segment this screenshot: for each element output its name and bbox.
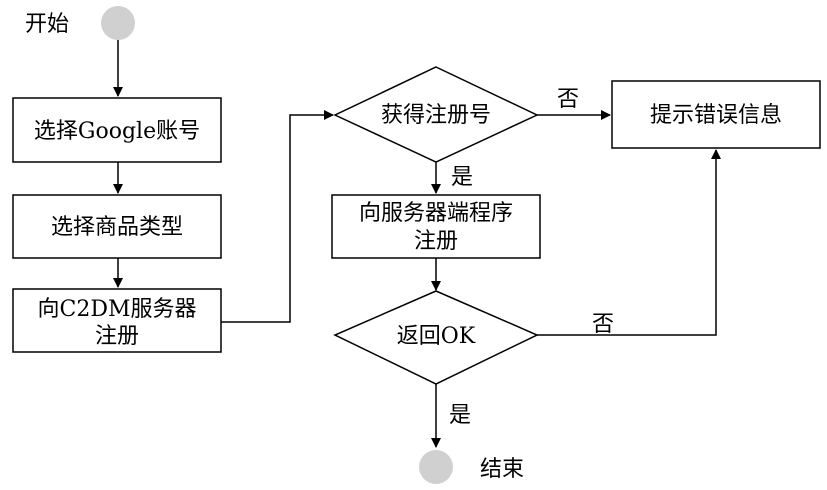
step-select-account-label: 选择Google账号 — [34, 119, 200, 144]
branch-label-yes-top: 是 — [451, 165, 473, 190]
step-register-server — [331, 194, 541, 259]
start-terminal — [101, 6, 135, 40]
step-select-product — [12, 194, 222, 259]
step-register-server-label-2: 注册 — [414, 229, 458, 254]
step-register-c2dm-label-1: 向C2DM服务器 — [38, 297, 197, 322]
step-show-error-label: 提示错误信息 — [650, 103, 782, 128]
branch-label-no-top: 否 — [557, 87, 579, 112]
step-register-c2dm — [12, 288, 222, 353]
decision-returned-ok-label: 返回OK — [397, 324, 476, 349]
decision-returned-ok — [333, 290, 539, 385]
start-label: 开始 — [25, 12, 69, 37]
branch-label-no-bottom: 否 — [592, 312, 614, 337]
end-label: 结束 — [480, 457, 524, 482]
decision-got-registration-id-label: 获得注册号 — [381, 103, 491, 128]
step-show-error — [611, 80, 821, 149]
decision-got-registration-id — [333, 66, 539, 163]
step-select-product-label: 选择商品类型 — [51, 215, 183, 240]
branch-label-yes-bottom: 是 — [449, 403, 471, 428]
step-select-account — [12, 97, 222, 163]
step-register-c2dm-label-2: 注册 — [95, 324, 139, 349]
step-register-server-label-1: 向服务器端程序 — [359, 201, 513, 226]
end-terminal — [419, 450, 453, 484]
connector-decision2-no — [537, 149, 721, 336]
connector-c2dm-to-decision1 — [221, 110, 334, 323]
